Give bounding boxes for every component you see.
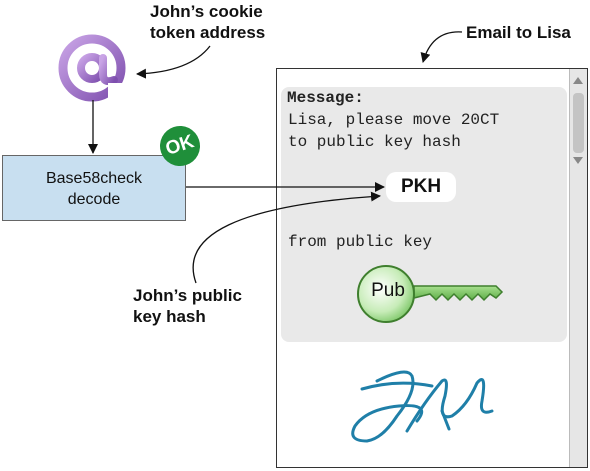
scroll-down-icon[interactable] xyxy=(573,157,583,164)
scroll-up-icon[interactable] xyxy=(573,77,583,84)
message-panel xyxy=(281,87,567,342)
message-line2: to public key hash xyxy=(288,133,461,151)
signature-icon xyxy=(351,370,494,443)
pkh-pill: PKH xyxy=(386,172,456,202)
cookie-token-address-caption: John’s cookie token address xyxy=(150,1,265,43)
decoder-line2: decode xyxy=(67,191,121,208)
cookie-token-address-line2: token address xyxy=(150,23,266,42)
email-to-lisa-caption: Email to Lisa xyxy=(466,23,571,42)
public-key-hash-line2: key hash xyxy=(133,307,206,326)
message-label: Message: xyxy=(287,89,364,107)
email-window: Message: Lisa, please move 20CT to publi… xyxy=(276,68,588,468)
scrollbar[interactable] xyxy=(569,69,587,467)
key-label: Pub xyxy=(371,280,405,301)
public-key-hash-caption: John’s public key hash xyxy=(133,285,242,327)
decoder-line1: Base58check xyxy=(45,170,143,187)
at-sign-icon xyxy=(58,34,130,103)
base58check-decode-box: Base58check decode xyxy=(2,155,186,221)
cookie-token-address-line1: John’s cookie xyxy=(150,2,263,21)
message-line1: Lisa, please move 20CT xyxy=(288,111,500,129)
public-key-hash-line1: John’s public xyxy=(133,286,242,305)
scroll-thumb[interactable] xyxy=(573,93,584,153)
key-icon xyxy=(357,265,504,323)
message-line3: from public key xyxy=(288,233,433,251)
